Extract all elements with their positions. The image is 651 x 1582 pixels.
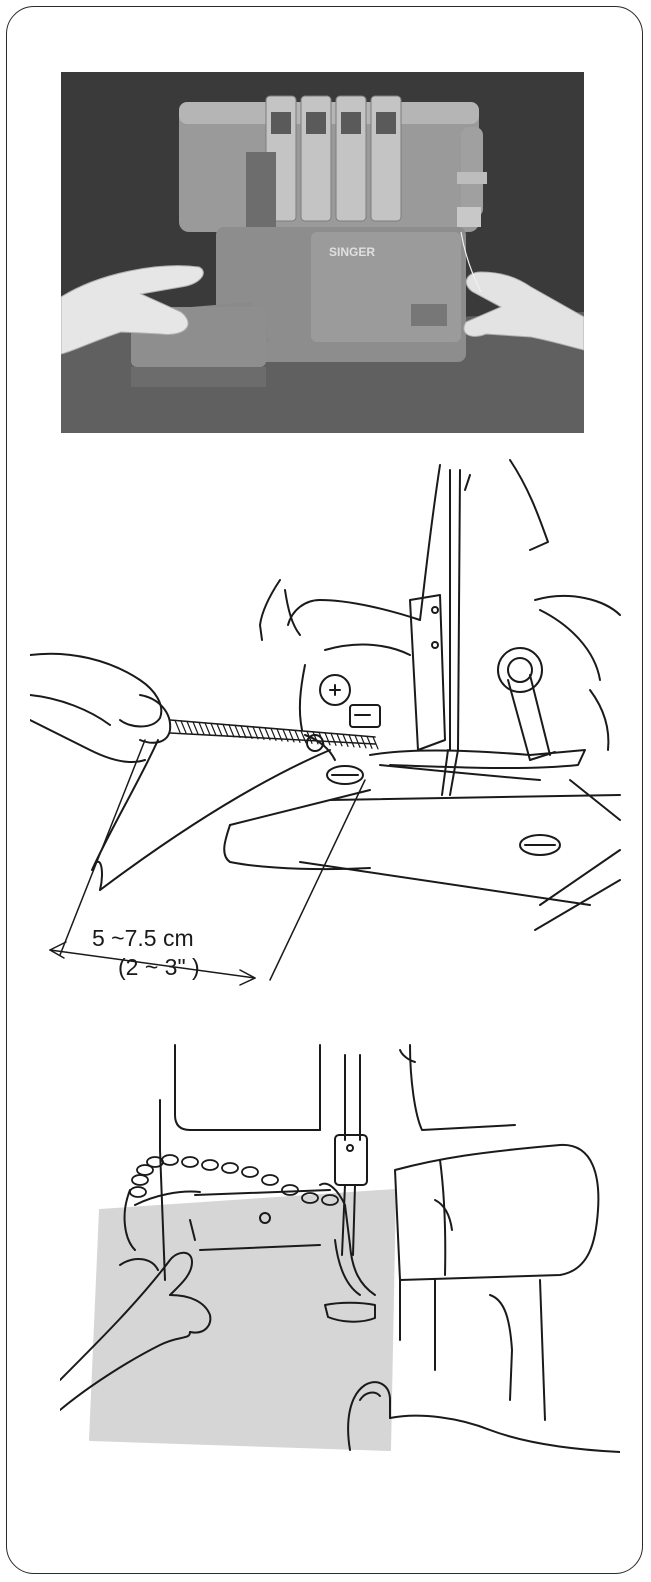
measurement-imperial: (2 ~ 3" )	[118, 954, 200, 980]
measurement-metric: 5 ~7.5 cm	[92, 925, 194, 951]
thread-chain-illustration: 5 ~7.5 cm (2 ~ 3" )	[30, 450, 630, 1010]
fabric-feeding-illustration	[60, 1040, 620, 1460]
thread-chain-drawing: 5 ~7.5 cm (2 ~ 3" )	[30, 459, 621, 986]
serger-photo-drawing: SINGER	[61, 72, 584, 433]
fabric-feeding-drawing	[60, 1044, 620, 1453]
brand-label: SINGER	[329, 245, 375, 259]
serger-photo: SINGER	[61, 72, 584, 433]
